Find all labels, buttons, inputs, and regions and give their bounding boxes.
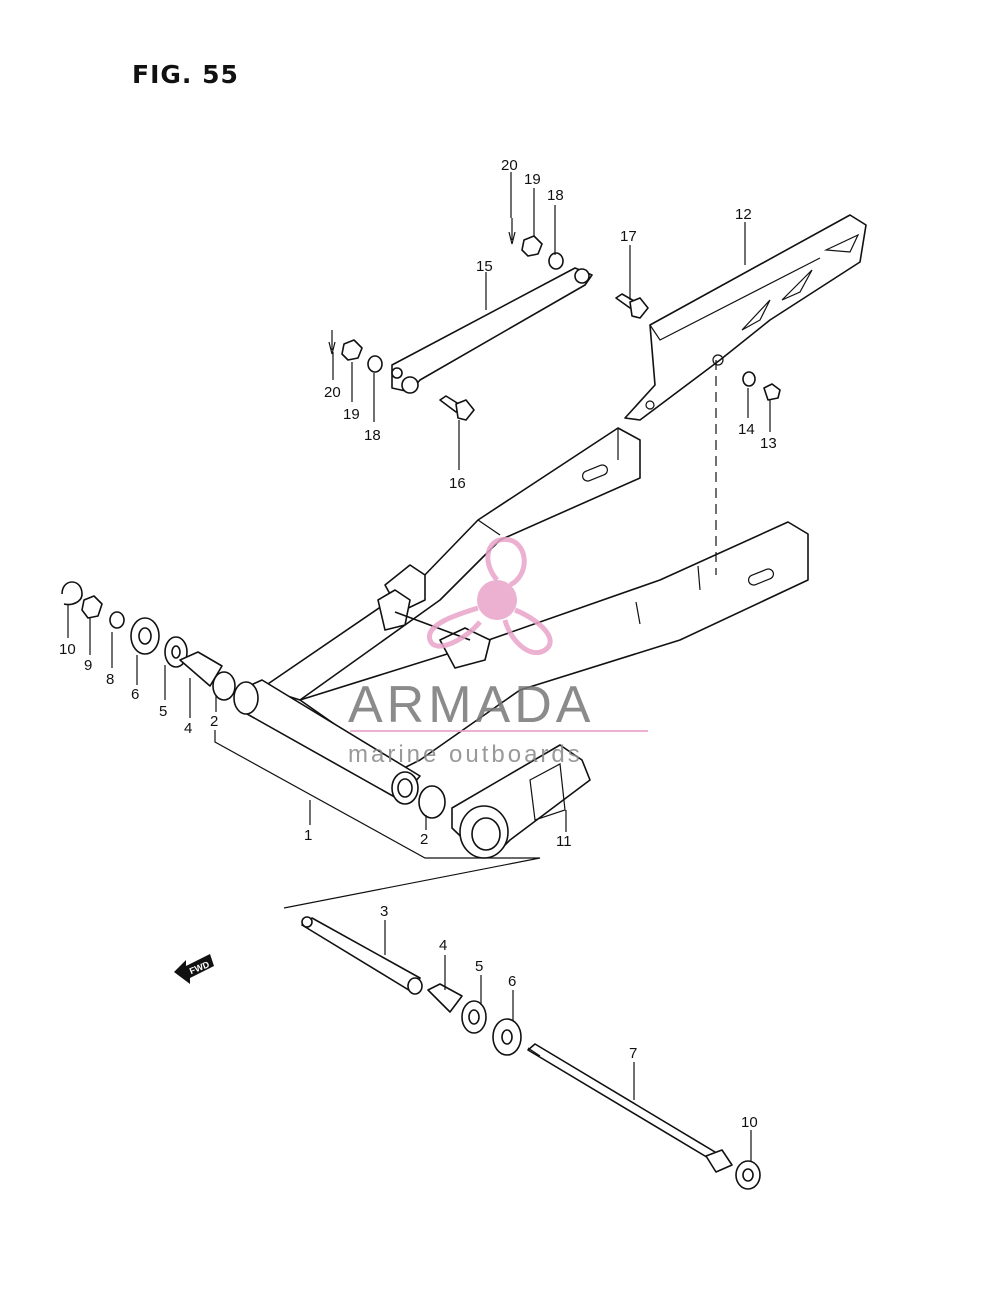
bushing-upper xyxy=(179,651,223,687)
torque-bracket xyxy=(451,744,591,859)
callout-1: 1 xyxy=(304,827,312,844)
bushing xyxy=(427,983,463,1013)
callout-15: 15 xyxy=(476,258,493,275)
washer-small-2 xyxy=(367,355,383,373)
callout-19: 19 xyxy=(343,406,360,423)
callout-14: 14 xyxy=(738,421,755,438)
castle-nut xyxy=(521,235,543,257)
callout-10: 10 xyxy=(59,641,76,658)
spacer-tube xyxy=(301,917,421,993)
callout-16: 16 xyxy=(449,475,466,492)
callout-18: 18 xyxy=(364,427,381,444)
callout-6: 6 xyxy=(508,973,516,990)
callout-19: 19 xyxy=(524,171,541,188)
callout-7: 7 xyxy=(629,1045,637,1062)
small-washer xyxy=(109,611,125,629)
torque-link xyxy=(391,267,593,394)
callout-11: 11 xyxy=(556,833,572,850)
leader-lines xyxy=(67,172,771,1162)
watermark-brand: ARMADA xyxy=(348,676,594,734)
watermark-tagline: marine outboards xyxy=(348,741,583,768)
callout-2: 2 xyxy=(210,713,218,730)
callout-8: 8 xyxy=(106,671,114,688)
chain-guard xyxy=(624,214,867,421)
fwd-arrow-icon: FWD xyxy=(174,954,214,984)
callout-2: 2 xyxy=(420,831,428,848)
cotter-pin xyxy=(508,218,516,245)
callout-10: 10 xyxy=(741,1114,758,1131)
circlip xyxy=(61,581,83,606)
callout-4: 4 xyxy=(184,720,192,737)
bolt-3 xyxy=(763,383,781,401)
callout-3: 3 xyxy=(380,903,388,920)
figure-title: FIG. 55 xyxy=(132,60,239,89)
swingarm xyxy=(214,427,809,909)
callout-4: 4 xyxy=(439,937,447,954)
callout-labels: 1 2 2 3 4 4 5 5 6 6 7 8 9 10 10 11 12 13… xyxy=(59,157,777,1131)
watermark: ARMADA marine outboards xyxy=(348,536,648,768)
callout-20: 20 xyxy=(501,157,518,174)
callout-17: 17 xyxy=(620,228,637,245)
callout-12: 12 xyxy=(735,206,752,223)
washer-3 xyxy=(742,371,756,387)
pivot-bolt xyxy=(527,1043,721,1163)
bearing-lower xyxy=(418,785,446,819)
callout-18: 18 xyxy=(547,187,564,204)
callout-6: 6 xyxy=(131,686,139,703)
castle-nut-2 xyxy=(341,339,363,361)
propeller-logo-icon xyxy=(427,536,553,656)
small-nut xyxy=(81,595,103,619)
callout-20: 20 xyxy=(324,384,341,401)
callout-5: 5 xyxy=(159,703,167,720)
washer-small xyxy=(548,252,564,270)
callout-9: 9 xyxy=(84,657,92,674)
fwd-label: FWD xyxy=(188,959,211,976)
callout-5: 5 xyxy=(475,958,483,975)
cotter-pin-2 xyxy=(328,330,336,355)
callout-13: 13 xyxy=(760,435,777,452)
